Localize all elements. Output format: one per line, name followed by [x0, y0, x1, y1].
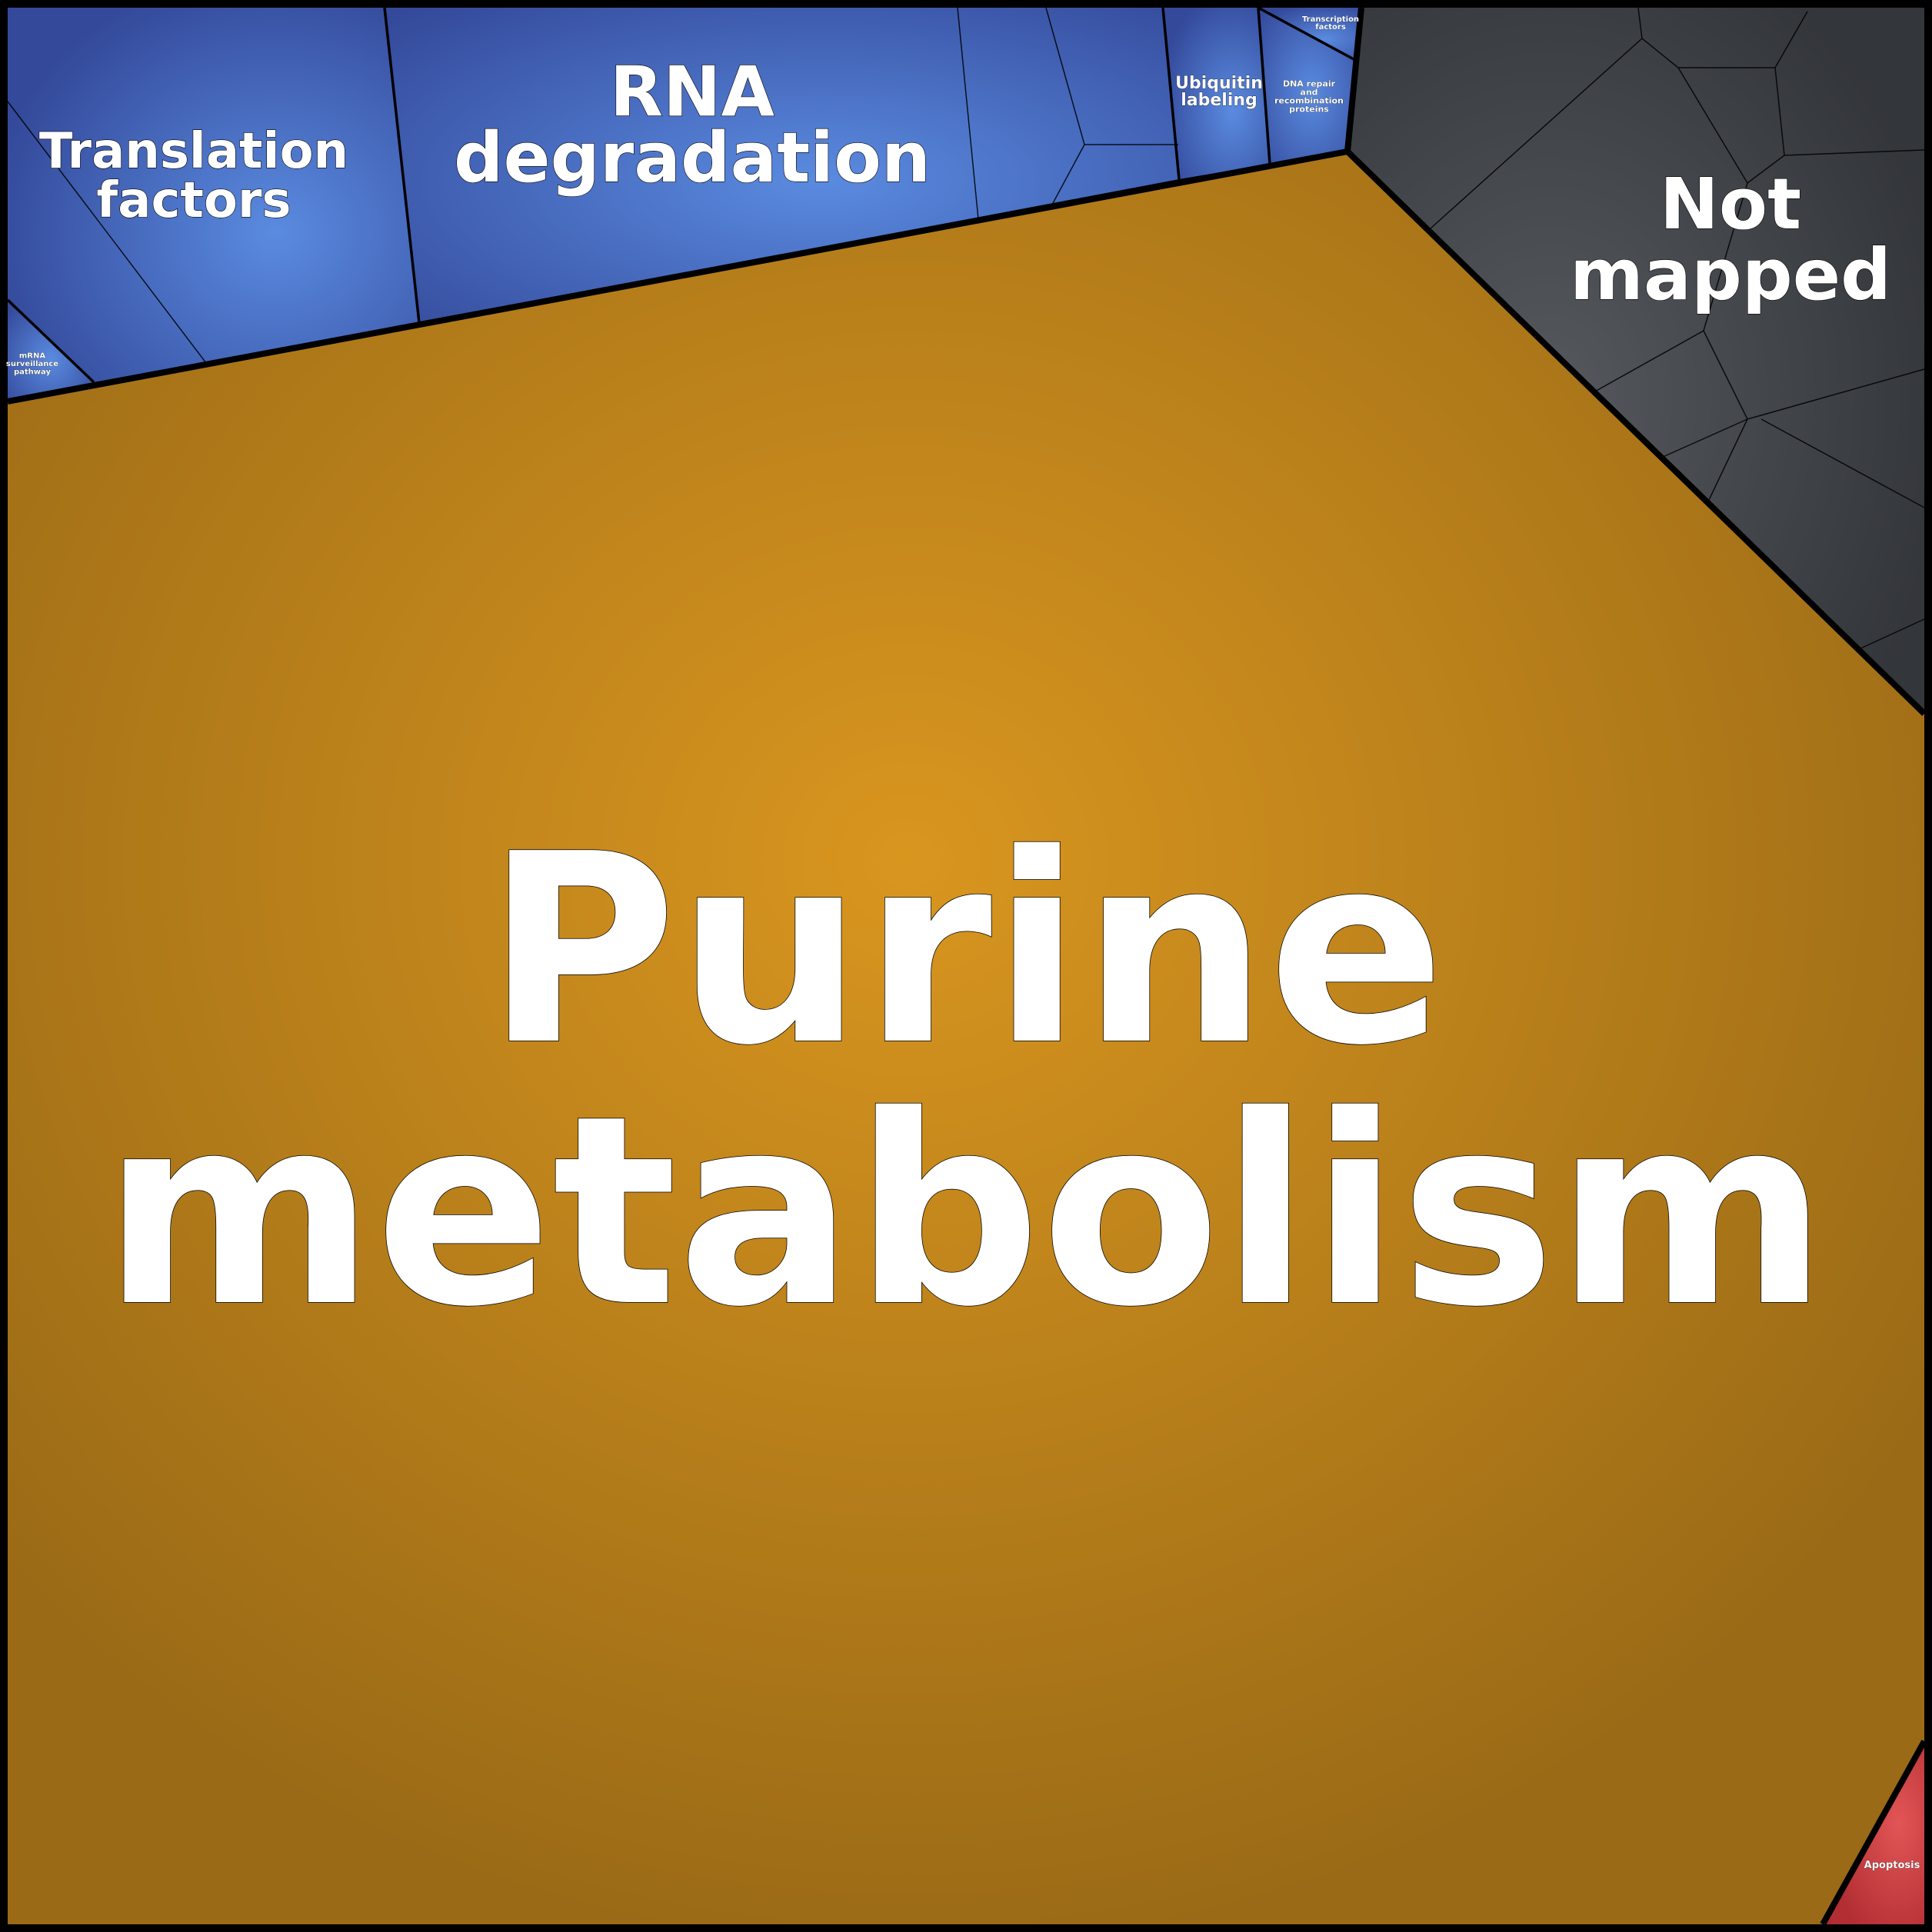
transcription-factors-label-line: Transcription [1302, 15, 1359, 24]
cell-translation-factors[interactable] [8, 8, 419, 382]
rna-degradation-label-line: degradation [454, 118, 931, 198]
dna-repair-and-recombination-proteins-label-line: recombination [1274, 96, 1344, 106]
purine-metabolism-label-line: Purine [485, 798, 1445, 1103]
rna-degradation-label-line: RNA [610, 52, 775, 132]
cell-mrna-surveillance-pathway[interactable] [8, 300, 94, 398]
translation-factors-label-line: Translation [39, 123, 348, 180]
cell-rna-degradation[interactable] [385, 8, 1179, 323]
dna-repair-and-recombination-proteins-label-line: proteins [1289, 105, 1329, 115]
dna-repair-and-recombination-proteins-label-line: DNA repair [1283, 79, 1336, 89]
transcription-factors-label-line: factors [1315, 23, 1346, 32]
cell-purine-metabolism[interactable] [8, 152, 1924, 1924]
ubiquitin-labeling-label-line: Ubiquitin [1175, 74, 1263, 93]
subcell-lines [7, 7, 1925, 651]
purine-metabolism-label-line: metabolism [102, 1060, 1828, 1364]
subgroup-borders [6, 6, 1356, 384]
cell-dna-repair-and-recombination-proteins[interactable] [1258, 8, 1355, 164]
dna-repair-and-recombination-proteins-label-line: and [1300, 88, 1317, 98]
not-mapped-label-line: Not [1660, 163, 1801, 245]
mrna-surveillance-pathway-label-line: mRNA [19, 352, 45, 361]
translation-factors-label-line: factors [96, 172, 291, 229]
mrna-surveillance-pathway-label-line: pathway [14, 368, 51, 377]
mrna-surveillance-pathway-label-line: surveillance [6, 360, 58, 368]
apoptosis-label-line: Apoptosis [1864, 1860, 1920, 1871]
label-apoptosis: Apoptosis [1864, 1860, 1920, 1871]
cell-ubiquitin-labeling[interactable] [1163, 8, 1270, 179]
cell-not-mapped[interactable] [1347, 8, 1924, 714]
ubiquitin-labeling-label-line: labeling [1181, 91, 1257, 110]
not-mapped-label-line: mapped [1570, 234, 1891, 316]
